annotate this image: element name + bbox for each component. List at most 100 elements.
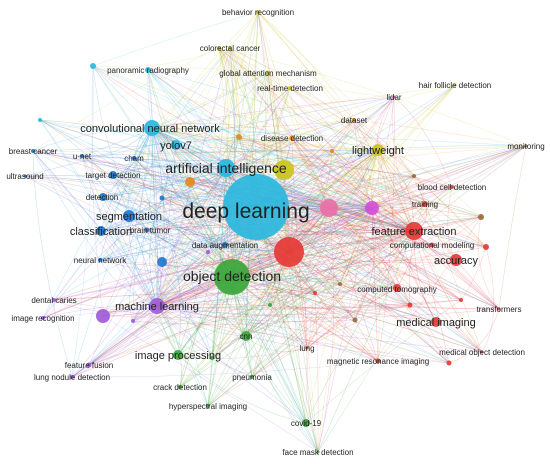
node-dental-caries[interactable]: [52, 298, 56, 302]
label-ultrasound[interactable]: ultrasound: [6, 172, 43, 181]
node-magnetic-resonance-imaging[interactable]: [375, 358, 381, 364]
label-yolov7[interactable]: yolov7: [160, 140, 192, 152]
node-extra-17[interactable]: [330, 149, 334, 153]
label-image-recognition[interactable]: image recognition: [11, 314, 74, 323]
label-global-attention-mechanism[interactable]: global attention mechanism: [219, 69, 317, 78]
label-computational-modeling[interactable]: computational modeling: [390, 241, 475, 250]
node-extra-18[interactable]: [268, 303, 272, 307]
label-real-time-detection[interactable]: real-time detection: [257, 84, 323, 93]
label-behavior-recognition[interactable]: behavior recognition: [222, 8, 294, 17]
label-convolutional-neural-network[interactable]: convolutional neural network: [80, 123, 220, 135]
label-dental-caries[interactable]: dental caries: [31, 296, 76, 305]
label-panoramic-radiography[interactable]: panoramic radiography: [107, 66, 189, 75]
node-covid-19[interactable]: [302, 419, 310, 427]
node-extra-20[interactable]: [459, 298, 463, 302]
node-artificial-intelligence[interactable]: [217, 159, 235, 177]
label-magnetic-resonance-imaging[interactable]: magnetic resonance imaging: [327, 357, 429, 366]
node-hub-magenta[interactable]: [365, 201, 379, 215]
node-data-augmentation[interactable]: [222, 242, 228, 248]
node-brain-tumor[interactable]: [144, 227, 150, 233]
label-crack-detection[interactable]: crack detection: [153, 383, 207, 392]
label-classification[interactable]: classification: [70, 226, 132, 238]
node-image-recognition[interactable]: [41, 316, 45, 320]
label-hair-follicle-detection[interactable]: hair follicle detection: [419, 81, 491, 90]
node-hub-red[interactable]: [274, 237, 304, 267]
node-extra-3[interactable]: [236, 134, 242, 140]
node-deep-learning[interactable]: [223, 174, 289, 240]
label-machine-learning[interactable]: machine learning: [115, 301, 199, 313]
node-target-detection[interactable]: [109, 171, 117, 179]
node-u-net[interactable]: [80, 154, 84, 158]
node-classification[interactable]: [96, 226, 106, 236]
node-lung-nodule-detection[interactable]: [70, 375, 74, 379]
node-behavior-recognition[interactable]: [256, 10, 260, 14]
label-computed-tomography[interactable]: computed tomography: [357, 285, 437, 294]
label-target-detection[interactable]: target detection: [85, 171, 140, 180]
node-extra-19[interactable]: [352, 317, 358, 323]
label-covid-19[interactable]: covid-19: [291, 419, 322, 428]
label-lidar[interactable]: lidar: [386, 93, 401, 102]
label-accuracy[interactable]: accuracy: [434, 255, 479, 267]
node-machine-learning[interactable]: [149, 298, 165, 314]
node-yolov7[interactable]: [171, 140, 181, 150]
node-colorectal-cancer[interactable]: [228, 46, 232, 50]
node-medical-object-detection[interactable]: [480, 350, 484, 354]
node-face-mask-detection[interactable]: [316, 450, 320, 454]
label-data-augmentation[interactable]: data augmentation: [192, 241, 258, 250]
node-real-time-detection[interactable]: [288, 86, 292, 90]
label-monitoring[interactable]: monitoring: [507, 142, 544, 151]
label-colorectal-cancer[interactable]: colorectal cancer: [200, 44, 261, 53]
node-ultrasound[interactable]: [23, 174, 27, 178]
node-crack-detection[interactable]: [178, 385, 182, 389]
node-extra-12[interactable]: [96, 309, 110, 323]
node-computed-tomography[interactable]: [393, 284, 401, 292]
node-medical-imaging[interactable]: [431, 317, 441, 327]
node-object-detection[interactable]: [214, 259, 250, 295]
node-hyperspectral-imaging[interactable]: [206, 404, 210, 408]
node-breast-cancer[interactable]: [31, 149, 35, 153]
node-extra-15[interactable]: [217, 46, 221, 50]
label-neural-network[interactable]: neural network: [74, 256, 127, 265]
node-extra-14[interactable]: [206, 250, 210, 254]
label-face-mask-detection[interactable]: face mask detection: [282, 448, 353, 457]
label-image-processing[interactable]: image processing: [135, 350, 221, 362]
node-extra-10[interactable]: [313, 291, 317, 295]
node-monitoring[interactable]: [524, 144, 528, 148]
node-global-attention-mechanism[interactable]: [265, 70, 271, 76]
node-pneumonia[interactable]: [250, 375, 254, 379]
node-extra-9[interactable]: [338, 282, 342, 286]
label-training[interactable]: training: [412, 200, 438, 209]
node-cnn[interactable]: [241, 331, 251, 341]
label-brain-tumor[interactable]: brain tumor: [130, 226, 171, 235]
node-extra-4[interactable]: [412, 174, 416, 178]
label-medical-object-detection[interactable]: medical object detection: [439, 348, 525, 357]
label-cham[interactable]: cham: [124, 154, 144, 163]
node-cham[interactable]: [132, 156, 136, 160]
label-cnn[interactable]: cnn: [240, 332, 253, 341]
node-extra-13[interactable]: [157, 257, 167, 267]
node-computational-modeling[interactable]: [429, 242, 435, 248]
node-extra-5[interactable]: [478, 214, 484, 220]
node-extra-11[interactable]: [131, 319, 135, 323]
node-training[interactable]: [422, 201, 428, 207]
node-extra-8[interactable]: [446, 360, 452, 366]
node-blood-cell-detection[interactable]: [450, 185, 454, 189]
label-disease-detection[interactable]: disease detection: [261, 134, 323, 143]
node-dataset[interactable]: [352, 118, 356, 122]
label-dataset[interactable]: dataset: [341, 116, 368, 125]
node-segmentation[interactable]: [123, 210, 135, 222]
node-neural-network[interactable]: [98, 258, 102, 262]
node-hair-follicle-detection[interactable]: [453, 83, 457, 87]
label-artificial-intelligence[interactable]: artificial intelligence: [165, 160, 287, 176]
label-blood-cell-detection[interactable]: blood cell detection: [418, 183, 487, 192]
node-detection[interactable]: [99, 193, 107, 201]
label-medical-imaging[interactable]: medical imaging: [396, 317, 475, 329]
label-detection[interactable]: detection: [86, 193, 118, 202]
node-image-processing[interactable]: [173, 350, 183, 360]
node-extra-1[interactable]: [38, 118, 42, 122]
node-disease-detection[interactable]: [289, 135, 295, 141]
node-hub-pink[interactable]: [320, 199, 338, 217]
label-transformers[interactable]: transformers: [477, 305, 522, 314]
node-convolutional-neural-network[interactable]: [144, 120, 160, 136]
label-lung-nodule-detection[interactable]: lung nodule detection: [34, 373, 110, 382]
